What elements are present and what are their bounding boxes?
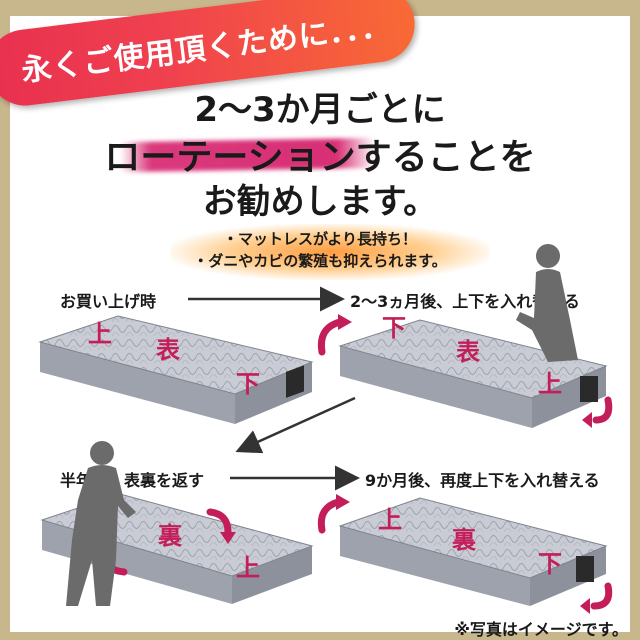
mattress-2-top-label: 下 — [382, 314, 406, 342]
benefit-glow — [170, 224, 490, 280]
mattress-1-bottom-label: 下 — [236, 370, 260, 398]
mattress-3-bottom-label: 上 — [236, 554, 260, 582]
mattress-1: 上 表 下 — [38, 315, 314, 424]
mattress-1-top-label: 上 — [88, 320, 112, 348]
flow-arrow-2-to-3 — [235, 396, 356, 454]
mattress-4-bottom-label: 下 — [538, 550, 562, 578]
rotate-arrow-icon — [592, 396, 613, 424]
step-1-label: お買い上げ時 — [60, 292, 157, 311]
step-2-label: 2〜3ヵ月後、上下を入れ替える — [350, 292, 580, 311]
headline-line-2: ローテーションすることを — [104, 137, 536, 178]
mattress-4: 上 裏 下 — [338, 497, 608, 606]
mattress-1-tag — [286, 365, 304, 398]
mattress-2-center-label: 表 — [456, 338, 481, 366]
mattress-4-tag — [576, 556, 594, 582]
person-silhouette-2 — [66, 441, 136, 606]
mattress-4-center-label: 裏 — [451, 526, 477, 554]
headline-line-1: 2〜3か月ごとに — [194, 90, 446, 130]
mattress-4-top-label: 上 — [378, 506, 402, 534]
rotate-arrow-icon — [317, 498, 342, 534]
mattress-2-tag — [580, 376, 598, 402]
mattress-1-center-label: 表 — [156, 336, 181, 364]
mattress-3-center-label: 裏 — [157, 522, 183, 550]
rotate-arrow-icon — [590, 582, 613, 610]
benefit-line-1: ・マットレスがより長持ち！ — [223, 230, 417, 248]
person-silhouette-1 — [516, 244, 578, 362]
mattress-2-bottom-label: 上 — [538, 370, 562, 398]
mattress-2: 下 表 上 — [338, 314, 608, 428]
headline-line-3: お勧めします。 — [202, 182, 438, 222]
step-4-label: 9か月後、再度上下を入れ替える — [365, 471, 600, 490]
rotate-arrow-icon — [317, 318, 344, 356]
benefit-line-2: ・ダニやカビの繁殖も抑えられます。 — [193, 252, 447, 270]
rotate-arrow-icon — [206, 508, 232, 536]
image-disclaimer: ※写真はイメージです。 — [454, 620, 628, 639]
